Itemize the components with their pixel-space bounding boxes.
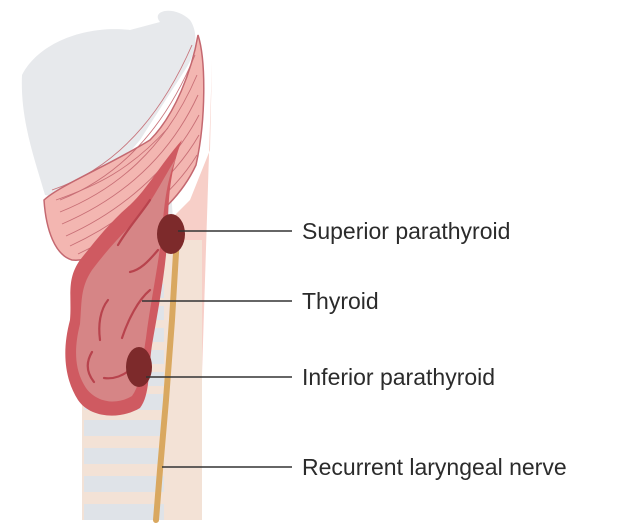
label-recurrent-laryngeal-nerve: Recurrent laryngeal nerve — [302, 454, 567, 480]
superior-parathyroid-gland — [157, 214, 185, 254]
inferior-parathyroid-gland — [126, 347, 152, 387]
label-superior-parathyroid: Superior parathyroid — [302, 218, 510, 244]
label-thyroid: Thyroid — [302, 288, 379, 314]
label-inferior-parathyroid: Inferior parathyroid — [302, 364, 495, 390]
